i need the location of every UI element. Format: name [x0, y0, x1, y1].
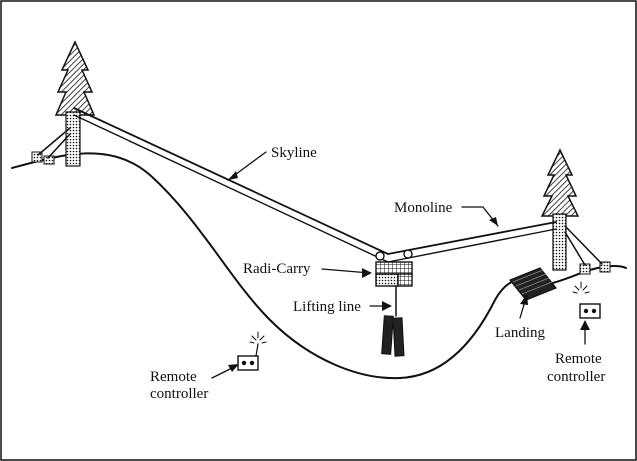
remote-controller-icon: [579, 303, 601, 319]
skyline-cable: [73, 107, 557, 255]
signal-icon: [249, 331, 267, 344]
label-remote-right-2: controller: [547, 369, 605, 385]
label-radi-carry: Radi-Carry: [243, 261, 311, 277]
tree-icon: [540, 148, 580, 271]
signal-icon: [572, 281, 590, 294]
log-icon: [381, 315, 405, 357]
tree-icon: [54, 40, 96, 167]
label-remote-left-1: Remote: [150, 369, 197, 385]
label-skyline: Skyline: [271, 145, 317, 161]
guy-line-left: [37, 127, 71, 159]
label-monoline: Monoline: [394, 200, 453, 216]
label-lifting-line: Lifting line: [293, 299, 361, 315]
label-remote-left-2: controller: [150, 386, 208, 402]
label-landing: Landing: [495, 325, 545, 341]
log-icon: [509, 267, 557, 301]
ground-profile: [11, 152, 627, 380]
remote-controller-icon: [237, 343, 259, 371]
carriage-icon: [375, 249, 413, 287]
label-remote-right-1: Remote: [555, 351, 602, 367]
guy-line-right: [564, 225, 603, 266]
